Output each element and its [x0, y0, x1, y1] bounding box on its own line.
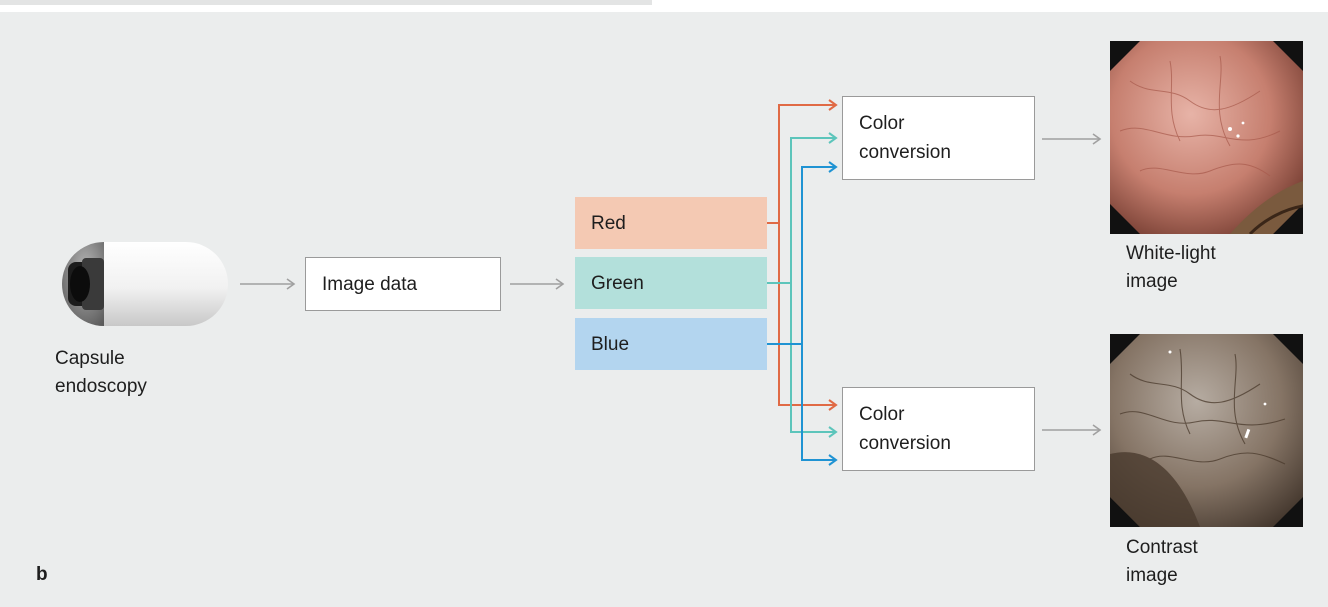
capsule-label-line2: endoscopy [55, 376, 147, 397]
red-channel-line-lower [778, 223, 838, 411]
conversion-bottom-line2: conversion [859, 433, 951, 454]
green-channel-line [767, 132, 838, 284]
green-channel-box: Green [575, 257, 767, 309]
top-rule [0, 0, 652, 5]
blue-channel-box: Blue [575, 318, 767, 370]
blue-channel-label: Blue [591, 333, 630, 355]
color-conversion-box-top: Color conversion [842, 96, 1035, 180]
capsule-label-line1: Capsule [55, 348, 125, 369]
contrast-image [1110, 334, 1303, 527]
white-light-image [1110, 41, 1303, 234]
color-conversion-box-bottom: Color conversion [842, 387, 1035, 471]
image-data-label: Image data [322, 273, 418, 295]
blue-channel-line [767, 161, 838, 345]
contrast-label: Contrast image [1126, 534, 1198, 590]
green-channel-line-lower [790, 283, 838, 438]
red-channel-line [767, 99, 838, 224]
red-channel-box: Red [575, 197, 767, 249]
white-light-label-line1: White-light [1126, 243, 1216, 264]
capsule-label: Capsule endoscopy [55, 345, 147, 401]
conversion-top-line2: conversion [859, 142, 951, 163]
capsule-endoscope-illustration [44, 240, 230, 328]
figure-panel [0, 12, 1328, 607]
conversion-top-line1: Color [859, 113, 905, 134]
panel-letter: b [36, 564, 48, 585]
red-channel-label: Red [591, 212, 626, 234]
image-data-box: Image data [305, 257, 501, 311]
conversion-bottom-line1: Color [859, 404, 905, 425]
contrast-label-line1: Contrast [1126, 537, 1198, 558]
contrast-label-line2: image [1126, 565, 1178, 586]
blue-channel-line-lower [801, 344, 838, 466]
green-channel-label: Green [591, 272, 644, 294]
white-light-label: White-light image [1126, 240, 1216, 296]
white-light-label-line2: image [1126, 271, 1178, 292]
